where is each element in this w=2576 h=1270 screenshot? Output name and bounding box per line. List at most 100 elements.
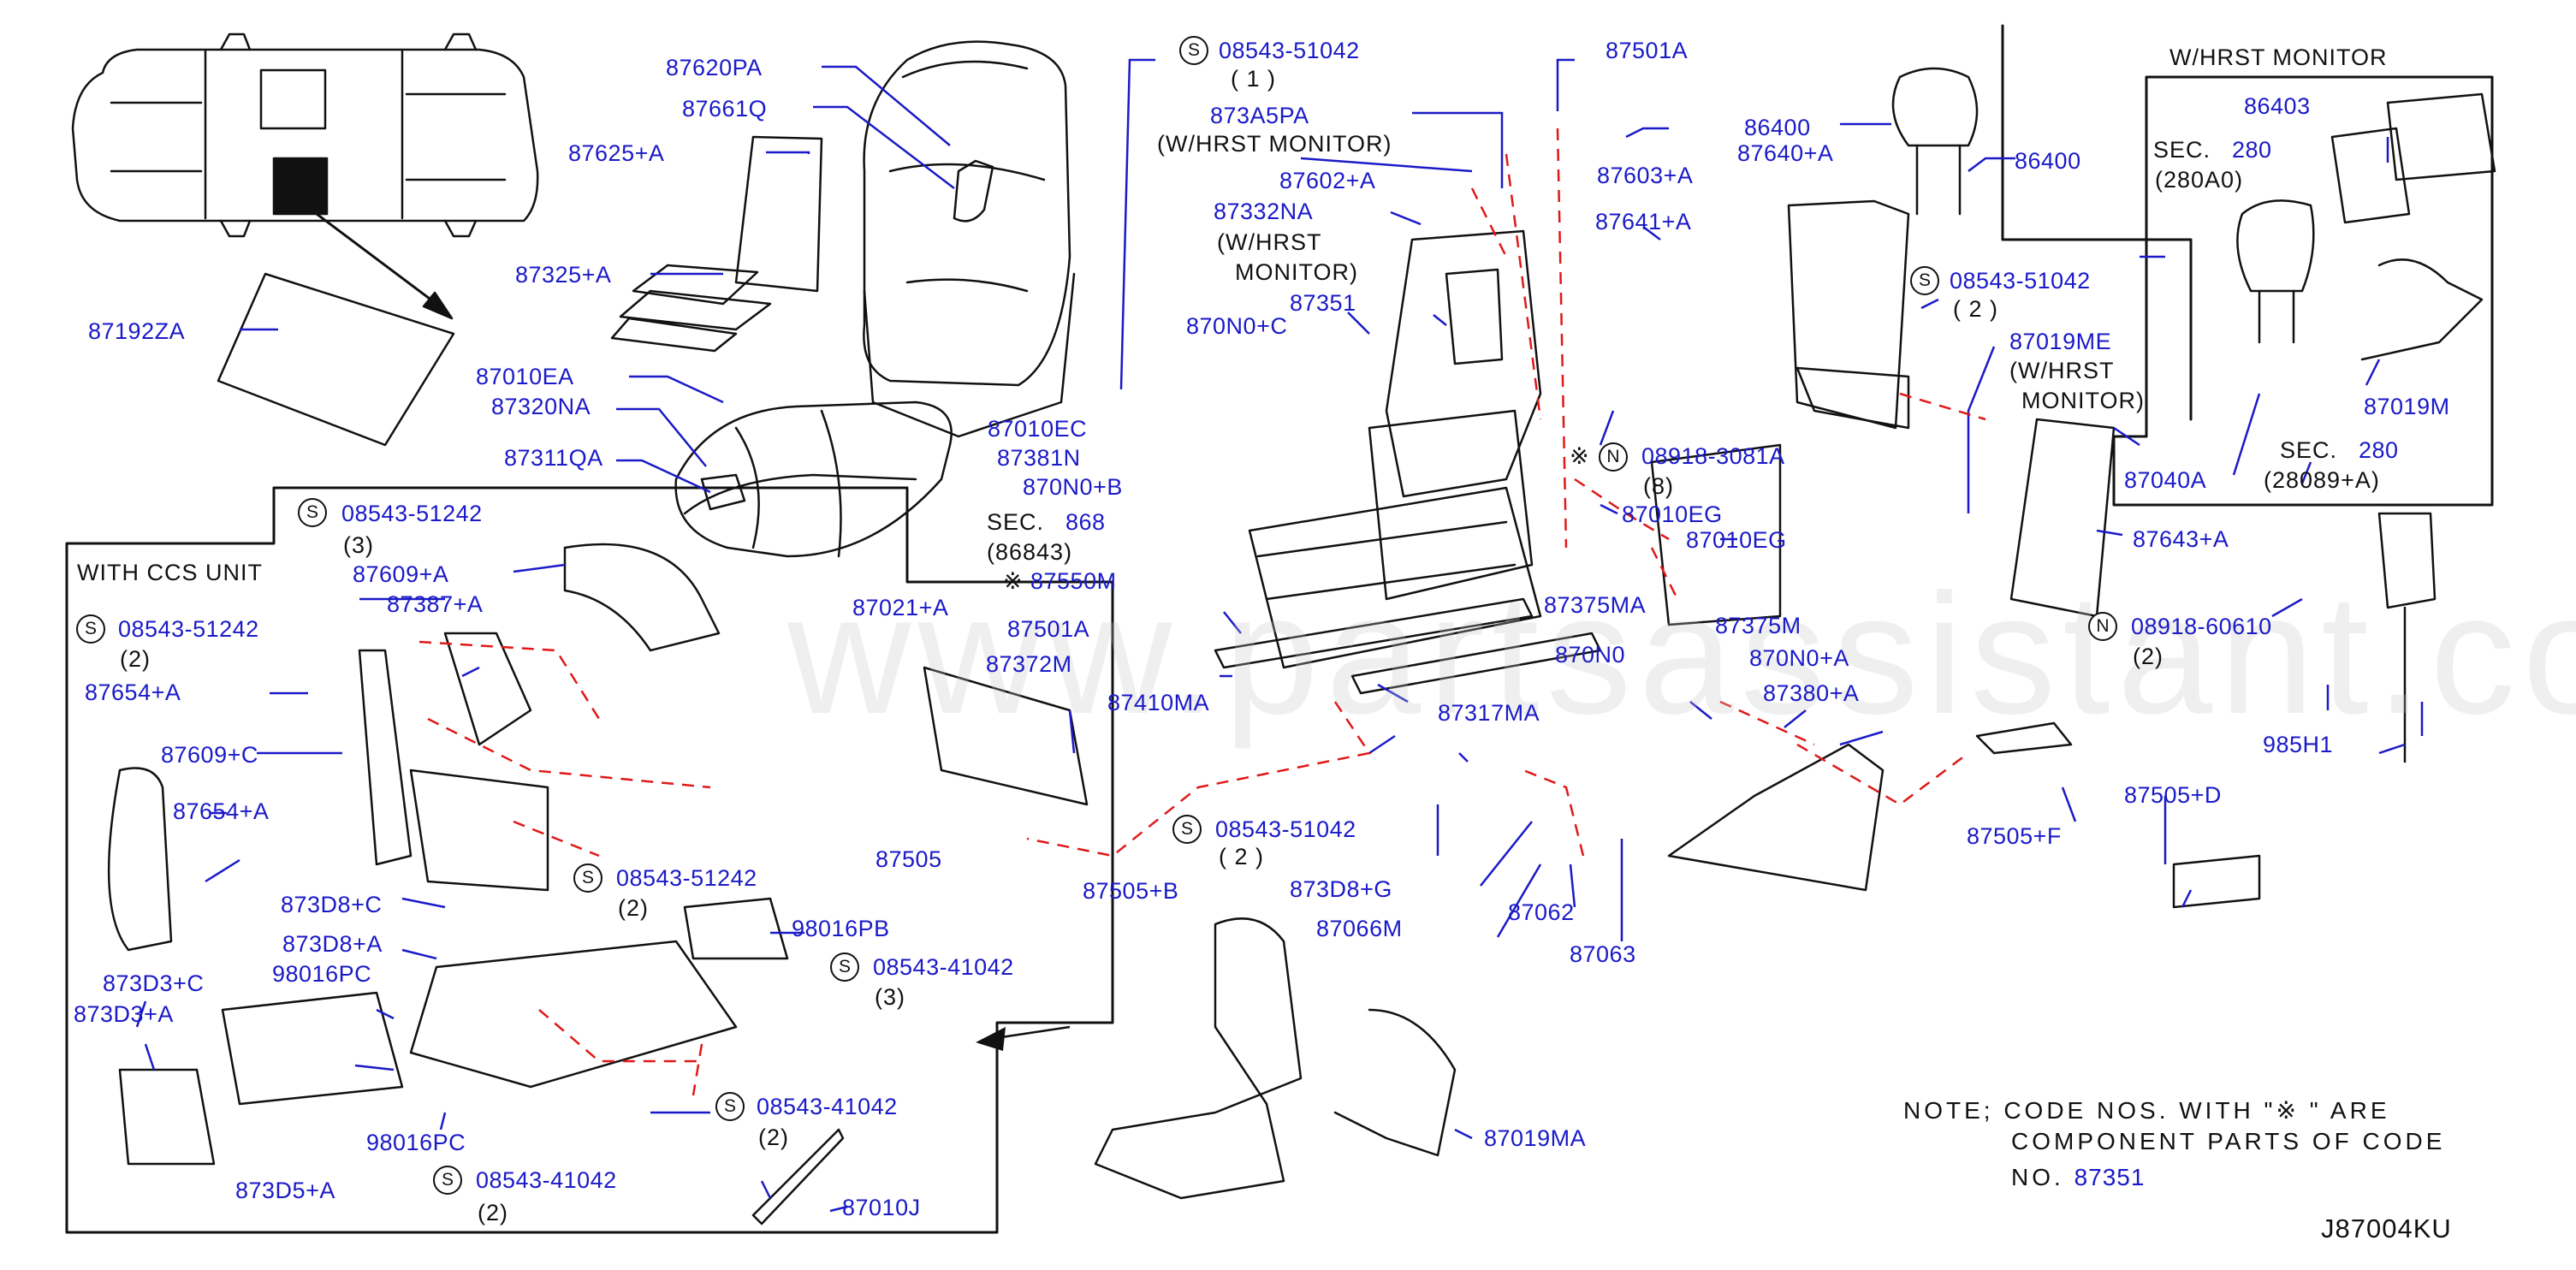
qty-08543-51042-b: ( 2 ) (1953, 296, 1999, 322)
part-87010J[interactable]: 87010J (842, 1195, 921, 1220)
pad-87192ZA (217, 272, 455, 447)
hrst-note-1: (W/HRST MONITOR) (1157, 131, 1392, 157)
part-87375MA[interactable]: 87375MA (1544, 592, 1647, 618)
part-873A5PA[interactable]: 873A5PA (1210, 103, 1309, 128)
part-873D3C[interactable]: 873D3+C (103, 970, 205, 996)
part-86403[interactable]: 86403 (2244, 93, 2311, 119)
part-87019M[interactable]: 87019M (2364, 394, 2450, 419)
screw-symbol-s-c: S (1172, 815, 1202, 844)
part-87410MA[interactable]: 87410MA (1107, 690, 1210, 715)
part-87609A[interactable]: 87609+A (353, 561, 449, 587)
part-87019ME[interactable]: 87019ME (2009, 329, 2112, 354)
part-87066M[interactable]: 87066M (1316, 916, 1403, 941)
part-873D8C[interactable]: 873D8+C (281, 892, 383, 917)
part-87643A[interactable]: 87643+A (2133, 526, 2229, 552)
screw-symbol-s-i: S (433, 1166, 462, 1195)
part-08543-51242-b[interactable]: 08543-51242 (118, 616, 259, 642)
part-87062[interactable]: 87062 (1508, 899, 1575, 925)
part-87387A[interactable]: 87387+A (387, 591, 484, 617)
watermark: www.partsassistant.com (787, 559, 2576, 750)
hrst-monitor-box-title: W/HRST MONITOR (2169, 45, 2388, 70)
part-87351[interactable]: 87351 (1290, 290, 1356, 316)
part-87505B[interactable]: 87505+B (1083, 878, 1179, 904)
part-87192ZA[interactable]: 87192ZA (88, 318, 186, 344)
section-280a-number[interactable]: 280 (2232, 137, 2272, 163)
part-08543-41042-c[interactable]: 08543-41042 (476, 1167, 617, 1193)
part-87609C[interactable]: 87609+C (161, 742, 258, 768)
part-87661Q[interactable]: 87661Q (682, 96, 768, 122)
section-868-number[interactable]: 868 (1065, 509, 1106, 535)
part-87380A[interactable]: 87380+A (1763, 680, 1860, 706)
part-87654A-b[interactable]: 87654+A (173, 798, 270, 824)
part-87317MA[interactable]: 87317MA (1438, 700, 1540, 726)
part-08543-51242-c[interactable]: 08543-51242 (616, 865, 757, 891)
part-87325A[interactable]: 87325+A (515, 262, 612, 288)
part-87375M[interactable]: 87375M (1715, 613, 1801, 638)
part-08918-3081A[interactable]: 08918-3081A (1641, 443, 1785, 469)
part-985H1[interactable]: 985H1 (2263, 732, 2334, 757)
section-868-code: (86843) (987, 539, 1073, 565)
part-87019MA[interactable]: 87019MA (1484, 1125, 1587, 1151)
qty-08918-3081A: (8) (1643, 473, 1674, 499)
part-86400[interactable]: 86400 (1744, 115, 1811, 140)
part-87372M[interactable]: 87372M (986, 651, 1072, 677)
part-98016PB[interactable]: 98016PB (792, 916, 890, 941)
screw-symbol-s-f: S (573, 863, 602, 893)
section-280b-number[interactable]: 280 (2359, 437, 2399, 463)
part-87021A[interactable]: 87021+A (852, 595, 949, 620)
part-870N0C[interactable]: 870N0+C (1186, 313, 1288, 339)
hrst-note-3a: (W/HRST (2009, 358, 2115, 383)
part-870N0B[interactable]: 870N0+B (1023, 474, 1123, 500)
note-line-3: NO. 87351 (2011, 1166, 2145, 1190)
part-87040A[interactable]: 87040A (2124, 467, 2207, 493)
qty-08543-41042-c: (2) (478, 1200, 508, 1225)
part-873D3A[interactable]: 873D3+A (74, 1001, 174, 1027)
part-873D8G[interactable]: 873D8+G (1290, 876, 1392, 902)
qty-08543-51042-c: ( 2 ) (1219, 844, 1265, 869)
section-280a-label: SEC. (2153, 137, 2211, 163)
part-87602A[interactable]: 87602+A (1279, 168, 1376, 193)
part-87332NA[interactable]: 87332NA (1214, 199, 1314, 224)
part-870N0A[interactable]: 870N0+A (1749, 645, 1849, 671)
part-87320NA[interactable]: 87320NA (491, 394, 591, 419)
part-873D8A[interactable]: 873D8+A (282, 931, 383, 957)
part-87625A[interactable]: 87625+A (568, 140, 665, 166)
note-line-1: NOTE; CODE NOS. WITH "※ " ARE (1903, 1099, 2390, 1123)
part-08543-51242-a[interactable]: 08543-51242 (341, 501, 483, 526)
part-87501A-mid[interactable]: 87501A (1007, 616, 1090, 642)
part-87010EG-a[interactable]: 87010EG (1622, 501, 1723, 527)
part-08543-51042-c[interactable]: 08543-51042 (1215, 816, 1356, 842)
qty-08543-41042-b: (2) (758, 1125, 789, 1150)
part-87010EC[interactable]: 87010EC (988, 416, 1088, 442)
part-87063[interactable]: 87063 (1570, 941, 1636, 967)
note-line-3-prefix: NO. (2011, 1164, 2064, 1190)
part-87603A[interactable]: 87603+A (1597, 163, 1694, 188)
part-87381N[interactable]: 87381N (997, 445, 1081, 471)
part-98016PC-b[interactable]: 98016PC (366, 1130, 466, 1155)
part-87641A[interactable]: 87641+A (1595, 209, 1692, 234)
note-code-87351[interactable]: 87351 (2074, 1164, 2146, 1190)
part-08543-41042-b[interactable]: 08543-41042 (757, 1094, 898, 1119)
part-87501A-top[interactable]: 87501A (1606, 38, 1689, 63)
part-87505F[interactable]: 87505+F (1967, 823, 2062, 849)
part-98016PC-a[interactable]: 98016PC (272, 961, 372, 987)
hrst-note-3b: MONITOR) (2021, 388, 2145, 413)
part-86400-b[interactable]: 86400 (2015, 148, 2081, 174)
part-87010EA[interactable]: 87010EA (476, 364, 574, 389)
part-873D5A[interactable]: 873D5+A (235, 1178, 335, 1203)
section-280a-code: (280A0) (2155, 167, 2244, 193)
part-08543-51042-a[interactable]: 08543-51042 (1219, 38, 1360, 63)
part-870N0[interactable]: 870N0 (1555, 642, 1626, 668)
part-87654A-a[interactable]: 87654+A (85, 680, 181, 705)
qty-08543-51242-c: (2) (618, 895, 649, 921)
part-08543-51042-b[interactable]: 08543-51042 (1950, 268, 2091, 294)
part-87620PA[interactable]: 87620PA (666, 55, 763, 80)
part-87311QA[interactable]: 87311QA (504, 445, 603, 471)
part-08918-60610[interactable]: 08918-60610 (2131, 614, 2272, 639)
part-08543-41042-a[interactable]: 08543-41042 (873, 954, 1014, 980)
part-87505D[interactable]: 87505+D (2124, 782, 2222, 808)
part-87010EG-b[interactable]: 87010EG (1686, 527, 1787, 553)
part-87505[interactable]: 87505 (875, 846, 942, 872)
part-87640A[interactable]: 87640+A (1737, 140, 1834, 166)
part-87550M[interactable]: 87550M (1030, 568, 1117, 594)
